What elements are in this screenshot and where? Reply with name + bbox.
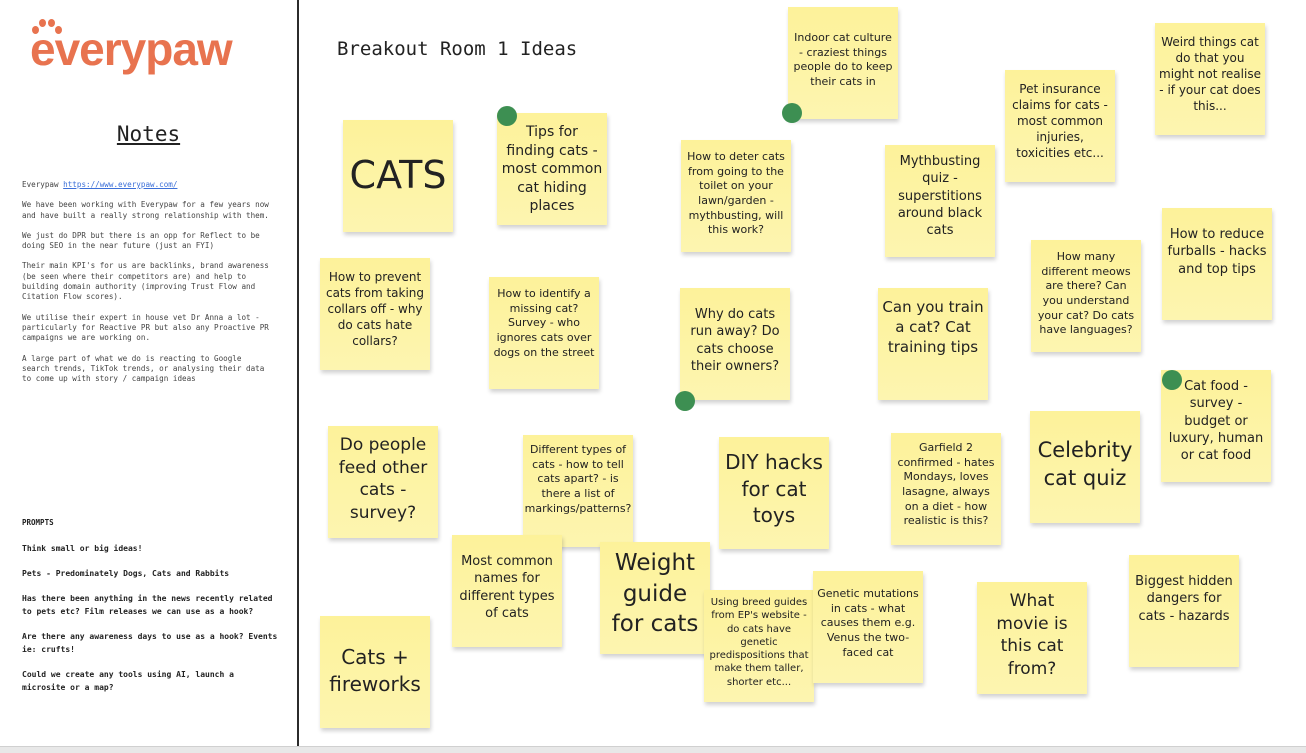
prompt-item: Has there been anything in the news rece… <box>22 594 273 616</box>
sticky-note[interactable]: How many different meows are there? Can … <box>1031 240 1141 352</box>
sticky-note-text: Genetic mutations in cats - what causes … <box>817 587 919 659</box>
notes-paragraph: Their main KPI's for us are backlinks, b… <box>22 261 269 302</box>
sticky-note-text: Weird things cat do that you might not r… <box>1159 35 1261 113</box>
sticky-note-text: Cats + fireworks <box>329 645 421 696</box>
sticky-note[interactable]: Using breed guides from EP's website - d… <box>704 590 814 702</box>
sticky-note[interactable]: Cat food - survey - budget or luxury, hu… <box>1161 370 1271 482</box>
sticky-note-text: Why do cats run away? Do cats choose the… <box>690 307 780 374</box>
sticky-note-text: Cat food - survey - budget or luxury, hu… <box>1168 379 1264 464</box>
sticky-note[interactable]: Can you train a cat? Cat training tips <box>878 288 988 400</box>
notes-paragraph: We have been working with Everypaw for a… <box>22 200 269 220</box>
sticky-note[interactable]: Garfield 2 confirmed - hates Mondays, lo… <box>891 433 1001 545</box>
notes-body: Everypaw https://www.everypaw.com/ We ha… <box>22 180 282 394</box>
sticky-note[interactable]: Cats + fireworks <box>320 616 430 728</box>
sticky-note[interactable]: Indoor cat culture - craziest things peo… <box>788 7 898 119</box>
sticky-note-text: Can you train a cat? Cat training tips <box>882 298 984 356</box>
sticky-note[interactable]: Mythbusting quiz - superstitions around … <box>885 145 995 257</box>
sticky-note[interactable]: Biggest hidden dangers for cats - hazard… <box>1129 555 1239 667</box>
prompts-heading: PROMPTS <box>22 518 54 527</box>
sticky-note[interactable]: Weird things cat do that you might not r… <box>1155 23 1265 135</box>
sticky-note-text: Tips for finding cats - most common cat … <box>501 124 603 215</box>
sticky-note[interactable]: Weight guide for cats <box>600 542 710 654</box>
sticky-note[interactable]: Most common names for different types of… <box>452 535 562 647</box>
sticky-note-text: How to prevent cats from taking collars … <box>325 270 425 348</box>
sticky-note[interactable]: Pet insurance claims for cats - most com… <box>1005 70 1115 182</box>
sticky-note-text: How many different meows are there? Can … <box>1037 250 1135 337</box>
sticky-note-text: What movie is this cat from? <box>996 591 1068 679</box>
sticky-note[interactable]: Different types of cats - how to tell ca… <box>523 435 633 547</box>
sticky-note[interactable]: How to identify a missing cat? Survey - … <box>489 277 599 389</box>
green-dot-marker[interactable] <box>675 391 695 411</box>
sticky-note[interactable]: Genetic mutations in cats - what causes … <box>813 571 923 683</box>
green-dot-marker[interactable] <box>497 106 517 126</box>
sticky-note-text: Garfield 2 confirmed - hates Mondays, lo… <box>897 441 995 528</box>
prompt-item: Think small or big ideas! <box>22 544 143 553</box>
sticky-note[interactable]: DIY hacks for cat toys <box>719 437 829 549</box>
sticky-note[interactable]: CATS <box>343 120 453 232</box>
prompt-item: Pets - Predominately Dogs, Cats and Rabb… <box>22 569 230 578</box>
sticky-note-text: DIY hacks for cat toys <box>725 450 823 528</box>
sticky-note-text: How to reduce furballs - hacks and top t… <box>1167 227 1267 277</box>
sticky-note-text: How to deter cats from going to the toil… <box>687 150 785 237</box>
sticky-note[interactable]: Why do cats run away? Do cats choose the… <box>680 288 790 400</box>
sticky-note-text: Indoor cat culture - craziest things peo… <box>793 31 893 88</box>
green-dot-marker[interactable] <box>1162 370 1182 390</box>
sticky-note[interactable]: How to prevent cats from taking collars … <box>320 258 430 370</box>
notes-sidebar: everypaw Notes Everypaw https://www.ever… <box>0 0 299 746</box>
notes-paragraph: We utilise their expert in house vet Dr … <box>22 312 269 343</box>
notes-paragraph: A large part of what we do is reacting t… <box>22 353 265 384</box>
sticky-note[interactable]: What movie is this cat from? <box>977 582 1087 694</box>
prompt-item: Are there any awareness days to use as a… <box>22 632 278 654</box>
sticky-note-text: Weight guide for cats <box>611 550 699 638</box>
everypaw-logo: everypaw <box>30 19 233 76</box>
bottom-scrollbar[interactable] <box>0 746 1306 753</box>
sticky-note[interactable]: Celebrity cat quiz <box>1030 411 1140 523</box>
notes-heading: Notes <box>116 122 181 146</box>
sticky-note[interactable]: Do people feed other cats - survey? <box>328 426 438 538</box>
everypaw-link[interactable]: https://www.everypaw.com/ <box>63 180 178 189</box>
paw-icon <box>30 16 64 36</box>
notes-paragraph: We just do DPR but there is an opp for R… <box>22 230 260 251</box>
sticky-note-text: Biggest hidden dangers for cats - hazard… <box>1135 574 1233 624</box>
sticky-note-text: Pet insurance claims for cats - most com… <box>1012 82 1108 160</box>
prompt-item: Could we create any tools using AI, laun… <box>22 670 234 692</box>
sticky-note-text: Most common names for different types of… <box>459 554 555 621</box>
sticky-note-text: CATS <box>349 153 447 197</box>
prompts-section: PROMPTS Think small or big ideas! Pets -… <box>22 516 282 706</box>
board-title: Breakout Room 1 Ideas <box>337 38 578 60</box>
sticky-note-text: Do people feed other cats - survey? <box>338 435 428 523</box>
sticky-note-text: Using breed guides from EP's website - d… <box>709 597 809 688</box>
sticky-note-text: Celebrity cat quiz <box>1037 438 1133 490</box>
sticky-note-text: Different types of cats - how to tell ca… <box>524 443 632 515</box>
intro-label: Everypaw <box>22 180 59 189</box>
sticky-note[interactable]: How to deter cats from going to the toil… <box>681 140 791 252</box>
sticky-note[interactable]: Tips for finding cats - most common cat … <box>497 113 607 225</box>
sticky-note[interactable]: How to reduce furballs - hacks and top t… <box>1162 208 1272 320</box>
sticky-note-text: Mythbusting quiz - superstitions around … <box>897 154 983 239</box>
sticky-note-text: How to identify a missing cat? Survey - … <box>493 287 595 359</box>
green-dot-marker[interactable] <box>782 103 802 123</box>
